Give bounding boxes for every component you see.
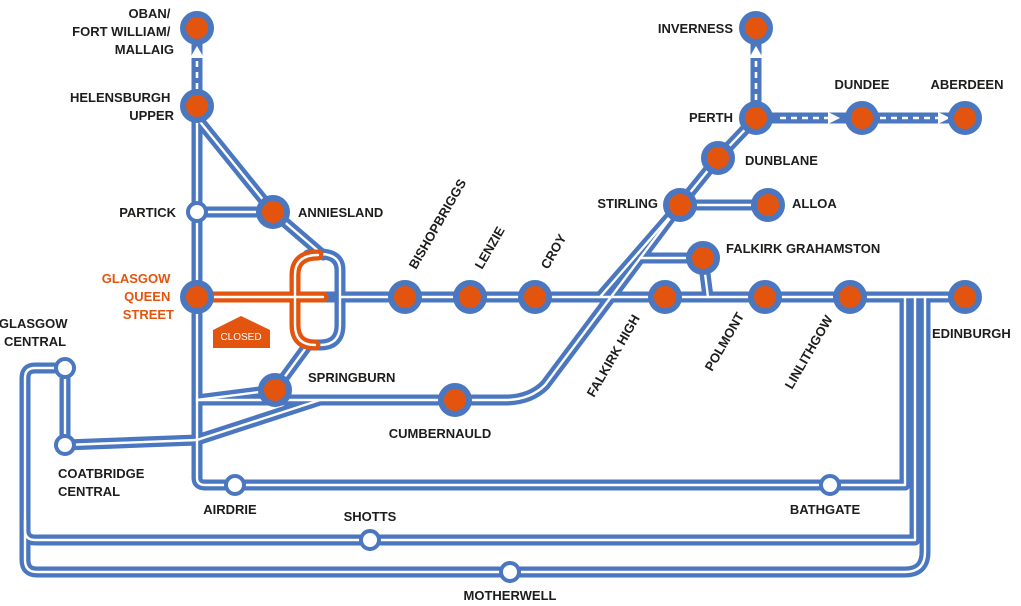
station-glasgow-queen-street[interactable] xyxy=(180,280,214,314)
station-edinburgh[interactable] xyxy=(948,280,982,314)
extension-arrows xyxy=(190,46,950,124)
label-airdrie: AIRDRIE xyxy=(203,502,257,517)
station-stirling[interactable] xyxy=(663,188,697,222)
label-linlithgow: LINLITHGOW xyxy=(782,312,837,391)
stations-minor xyxy=(54,201,841,583)
station-bathgate[interactable] xyxy=(819,474,841,496)
label-polmont: POLMONT xyxy=(702,310,748,374)
station-anniesland[interactable] xyxy=(256,195,290,229)
closed-segment xyxy=(191,249,329,351)
label-cumbernauld: CUMBERNAULD xyxy=(389,426,492,441)
route-helensburgh-anniesland xyxy=(191,112,329,261)
station-inverness[interactable] xyxy=(739,11,773,45)
arrow-up-icon xyxy=(190,46,204,58)
route-central-coatbridge xyxy=(59,362,203,451)
label-perth: PERTH xyxy=(689,110,733,125)
station-cumbernauld[interactable] xyxy=(438,383,472,417)
station-bishopbriggs[interactable] xyxy=(388,280,422,314)
stations-major xyxy=(180,11,982,417)
label-shotts: SHOTTS xyxy=(344,509,397,524)
station-aberdeen[interactable] xyxy=(948,101,982,135)
station-airdrie[interactable] xyxy=(224,474,246,496)
label-edinburgh: EDINBURGH xyxy=(932,326,1011,341)
arrow-right-icon xyxy=(938,112,950,124)
label-motherwell: MOTHERWELL xyxy=(464,588,557,603)
station-lenzie[interactable] xyxy=(453,280,487,314)
station-motherwell[interactable] xyxy=(499,561,521,583)
label-springburn: SPRINGBURN xyxy=(308,370,395,385)
label-coatbridge-central: COATBRIDGE CENTRAL xyxy=(58,466,148,499)
label-dundee: DUNDEE xyxy=(835,77,890,92)
label-stirling: STIRLING xyxy=(597,196,658,211)
closed-badge: CLOSED xyxy=(213,316,270,348)
route-inner-lines xyxy=(23,48,967,574)
label-bathgate: BATHGATE xyxy=(790,502,861,517)
route-shotts xyxy=(19,292,921,546)
station-dundee[interactable] xyxy=(845,101,879,135)
label-partick: PARTICK xyxy=(119,205,176,220)
label-lenzie: LENZIE xyxy=(472,224,508,272)
arrow-up-icon xyxy=(749,46,763,58)
closed-label: CLOSED xyxy=(220,332,261,343)
label-inverness: INVERNESS xyxy=(658,21,733,36)
station-falkirk-high[interactable] xyxy=(648,280,682,314)
label-aberdeen: ABERDEEN xyxy=(931,77,1004,92)
arrow-right-icon xyxy=(828,112,840,124)
closed-badge-shape xyxy=(213,316,270,348)
station-alloa[interactable] xyxy=(751,188,785,222)
station-perth[interactable] xyxy=(739,101,773,135)
station-helensburgh-upper[interactable] xyxy=(180,89,214,123)
label-dunblane: DUNBLANE xyxy=(745,153,818,168)
label-bishopbriggs: BISHOPBRIGGS xyxy=(406,176,470,271)
station-shotts[interactable] xyxy=(359,529,381,551)
label-alloa: ALLOA xyxy=(792,196,837,211)
station-polmont[interactable] xyxy=(748,280,782,314)
station-dunblane[interactable] xyxy=(701,141,735,175)
label-anniesland: ANNIESLAND xyxy=(298,205,383,220)
label-croy: CROY xyxy=(538,231,570,271)
label-falkirk-grahamston: FALKIRK GRAHAMSTON xyxy=(726,241,880,256)
station-partick[interactable] xyxy=(186,201,208,223)
station-glasgow-central[interactable] xyxy=(54,357,76,379)
station-falkirk-grahamston[interactable] xyxy=(686,241,720,275)
label-glasgow-queen-street: GLASGOW QUEEN STREET xyxy=(102,271,174,322)
station-labels: OBAN/ FORT WILLIAM/ MALLAIG HELENSBURGH … xyxy=(0,6,1011,603)
station-oban[interactable] xyxy=(180,11,214,45)
label-glasgow-central: GLASGOW CENTRAL xyxy=(0,316,71,349)
label-helensburgh-upper: HELENSBURGH UPPER xyxy=(70,90,175,123)
station-croy[interactable] xyxy=(518,280,552,314)
label-oban: OBAN/ FORT WILLIAM/ MALLAIG xyxy=(72,6,174,57)
station-linlithgow[interactable] xyxy=(833,280,867,314)
station-springburn[interactable] xyxy=(258,373,292,407)
station-coatbridge-central[interactable] xyxy=(54,434,76,456)
